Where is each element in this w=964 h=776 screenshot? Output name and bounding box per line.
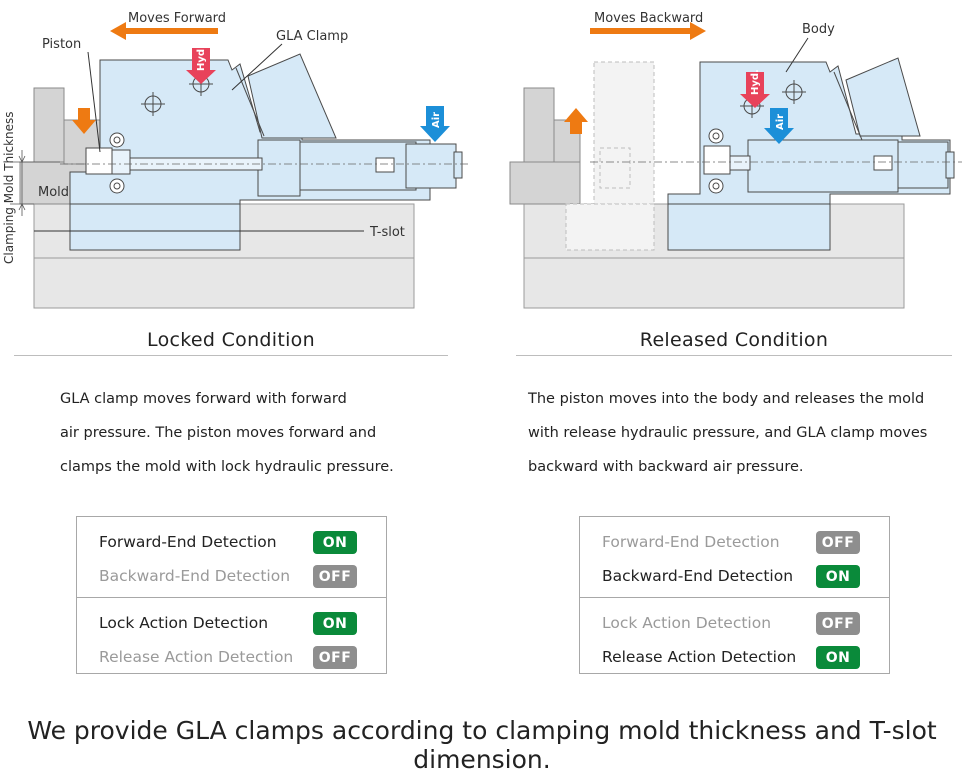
svg-text:Air: Air xyxy=(775,114,786,130)
status-row: Backward-End Detection OFF xyxy=(77,559,386,593)
locked-move-label: Moves Forward xyxy=(128,11,226,26)
off-badge: OFF xyxy=(816,612,860,635)
off-badge: OFF xyxy=(313,565,357,588)
clamp-foot xyxy=(69,203,241,251)
hyd-arrow-icon xyxy=(740,72,770,108)
off-badge: OFF xyxy=(313,646,357,669)
locked-diagram: Moves Forward Hyd. Air Piston GLA Clamp … xyxy=(2,11,468,309)
released-diagram: Moves Backward Body Hyd. Air xyxy=(509,11,962,309)
footer-text: We provide GLA clamps according to clamp… xyxy=(27,716,937,774)
on-badge: ON xyxy=(816,646,860,669)
locked-title-rule xyxy=(14,355,448,356)
svg-text:Hyd.: Hyd. xyxy=(196,45,207,71)
tslot-label: T-slot xyxy=(369,225,405,240)
hyd-arrow-icon xyxy=(186,48,216,84)
air-arrow-icon xyxy=(764,108,794,144)
status-label: Lock Action Detection xyxy=(602,614,772,632)
released-title: Released Condition xyxy=(639,329,829,351)
status-label: Backward-End Detection xyxy=(99,567,291,585)
status-group: Forward-End Detection OFF Backward-End Det… xyxy=(580,517,889,597)
svg-text:Air: Air xyxy=(431,112,442,128)
status-row: Forward-End Detection OFF xyxy=(580,525,889,559)
ghost-up-arrow xyxy=(564,108,588,134)
off-badge: OFF xyxy=(816,531,860,554)
status-label: Release Action Detection xyxy=(99,648,294,666)
mold-label: Mold xyxy=(38,185,69,200)
released-description: The piston moves into the body and relea… xyxy=(528,391,928,475)
piston-label: Piston xyxy=(42,37,81,52)
status-label: Lock Action Detection xyxy=(99,614,269,632)
status-row: Forward-End Detection ON xyxy=(77,525,386,559)
piston-push-arrow xyxy=(72,108,96,134)
released-move-label: Moves Backward xyxy=(594,11,703,26)
status-row: Release Action Detection ON xyxy=(580,640,889,674)
on-badge: ON xyxy=(313,531,357,554)
status-label: Forward-End Detection xyxy=(602,533,780,551)
forward-arrow xyxy=(110,22,218,40)
thickness-label: Clamping Mold Thickness xyxy=(2,111,16,264)
status-row: Release Action Detection OFF xyxy=(77,640,386,674)
on-badge: ON xyxy=(313,612,357,635)
air-cylinder xyxy=(299,141,417,191)
status-row: Backward-End Detection ON xyxy=(580,559,889,593)
gla-clamp-label: GLA Clamp xyxy=(276,29,348,44)
body-label: Body xyxy=(802,22,835,37)
status-label: Release Action Detection xyxy=(602,648,797,666)
status-group: Forward-End Detection ON Backward-End Dete… xyxy=(77,517,386,597)
locked-description: GLA clamp moves forward with forward air… xyxy=(60,391,394,475)
svg-text:Hyd.: Hyd. xyxy=(750,69,761,95)
status-row: Lock Action Detection ON xyxy=(77,606,386,640)
status-label: Forward-End Detection xyxy=(99,533,277,551)
backward-arrow xyxy=(590,22,706,40)
clamp-foot xyxy=(667,203,831,251)
status-label: Backward-End Detection xyxy=(602,567,794,585)
locked-title: Locked Condition xyxy=(147,329,315,351)
on-badge: ON xyxy=(816,565,860,588)
status-group: Lock Action Detection ON Release Action De… xyxy=(77,597,386,678)
status-row: Lock Action Detection OFF xyxy=(580,606,889,640)
released-title-rule xyxy=(516,355,952,356)
air-arrow-icon xyxy=(420,106,450,142)
status-group: Lock Action Detection OFF Release Action D… xyxy=(580,597,889,678)
